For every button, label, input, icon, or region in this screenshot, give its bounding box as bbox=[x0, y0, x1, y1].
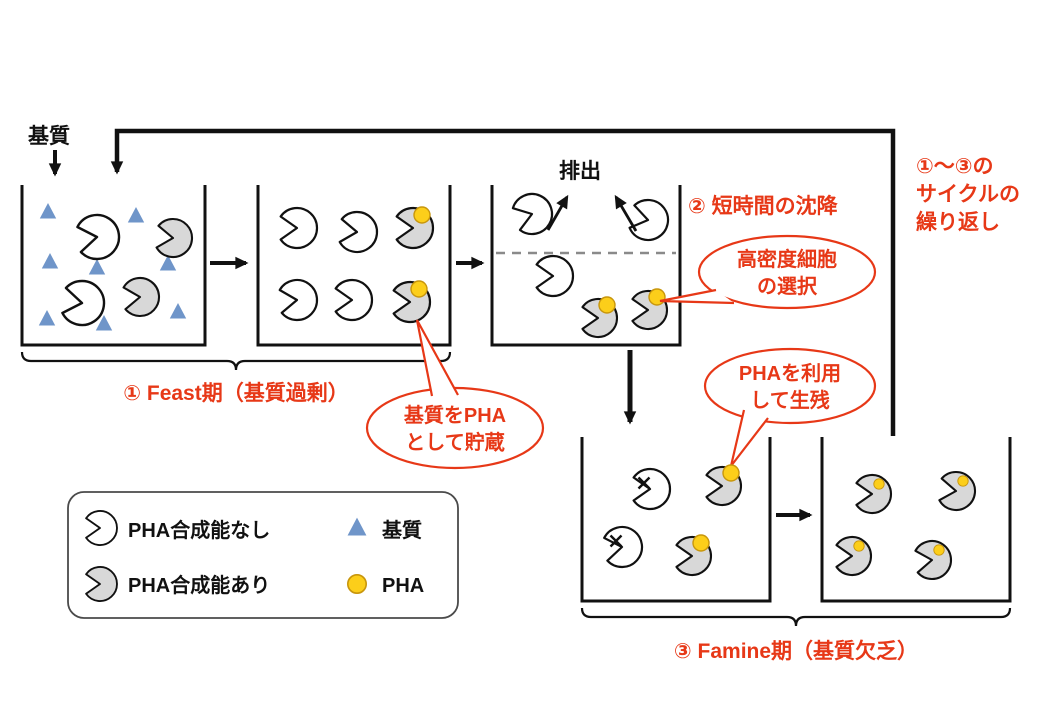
cell-no-pha-icon bbox=[277, 277, 320, 323]
bubble-selection-line-1: 高密度細胞 bbox=[737, 247, 837, 271]
cell-pha-icon bbox=[937, 469, 978, 513]
cell-no-pha-icon bbox=[509, 187, 559, 240]
legend-substrate-label: 基質 bbox=[382, 518, 422, 542]
pha-ball-icon bbox=[692, 534, 710, 552]
pha-ball-icon bbox=[410, 280, 428, 298]
pha-ball-icon bbox=[853, 540, 865, 552]
substrate-icon bbox=[41, 253, 59, 269]
famine-phase-label: ③ Famine期（基質欠乏） bbox=[674, 639, 918, 663]
cell-pha-icon bbox=[121, 275, 162, 319]
legend-pha-label: PHA bbox=[382, 575, 424, 597]
cell-pha-icon bbox=[913, 538, 954, 582]
substrate-icon bbox=[169, 303, 187, 319]
cell-no-pha-icon bbox=[59, 277, 109, 330]
cell-pha-icon bbox=[835, 535, 873, 577]
pha-ball-icon bbox=[873, 478, 885, 490]
discharge-label: 排出 bbox=[559, 159, 601, 183]
cycle-note-line-2: サイクルの bbox=[916, 183, 1020, 206]
legend-pha-icon bbox=[346, 573, 368, 595]
cell-no-pha-icon bbox=[279, 206, 319, 250]
cycle-note: ①～③の サイクルの 繰り返し bbox=[916, 155, 1020, 234]
legend-no-pha-label: PHA合成能なし bbox=[128, 518, 270, 542]
tank-3 bbox=[490, 185, 682, 347]
substrate-icon bbox=[88, 259, 106, 275]
tank-5 bbox=[820, 437, 1012, 603]
pha-ball-icon bbox=[598, 296, 616, 314]
legend: PHA合成能なし 基質 PHA合成能あり PHA bbox=[67, 491, 459, 619]
cycle-note-line-1: ①～③の bbox=[916, 155, 994, 178]
substrate-icon bbox=[127, 207, 145, 223]
cycle-note-line-3: 繰り返し bbox=[916, 210, 1000, 234]
bubble-storage: 基質をPHA として貯蔵 bbox=[365, 319, 545, 470]
substrate-icon bbox=[39, 203, 57, 219]
bubble-survival: PHAを利用 して生残 bbox=[703, 347, 877, 467]
cell-pha-icon bbox=[154, 216, 195, 260]
cell-no-pha-icon bbox=[535, 254, 575, 298]
feast-brace bbox=[20, 351, 452, 371]
pha-ball-icon bbox=[648, 288, 666, 306]
pha-ball-icon bbox=[957, 475, 969, 487]
cell-no-pha-icon bbox=[601, 523, 646, 571]
pha-ball-icon bbox=[933, 544, 945, 556]
inlet-label: 基質 bbox=[28, 124, 70, 148]
bubble-storage-line-1: 基質をPHA bbox=[404, 403, 506, 427]
cycle-return-arrow bbox=[110, 128, 896, 436]
tank-4 bbox=[580, 437, 772, 603]
tank-2 bbox=[256, 185, 452, 347]
cell-no-pha-icon bbox=[626, 195, 673, 245]
bubble-survival-line-2: して生残 bbox=[750, 389, 829, 412]
cell-no-pha-icon bbox=[74, 210, 124, 263]
bubble-selection-line-2: の選択 bbox=[757, 274, 818, 298]
cell-no-pha-icon bbox=[334, 278, 374, 322]
legend-with-pha-label: PHA合成能あり bbox=[128, 573, 270, 597]
cell-pha-icon bbox=[855, 473, 893, 515]
tank-1 bbox=[20, 185, 207, 347]
cell-no-pha-icon bbox=[337, 209, 380, 255]
discharge-arrow bbox=[614, 194, 638, 232]
sedimentation-label: ② 短時間の沈降 bbox=[688, 194, 839, 218]
pha-ball-icon bbox=[413, 206, 431, 224]
pha-ball-icon bbox=[722, 464, 740, 482]
discharge-arrow bbox=[546, 194, 569, 231]
bubble-survival-line-1: PHAを利用 bbox=[739, 362, 841, 385]
legend-box bbox=[67, 491, 459, 619]
bubble-selection: 高密度細胞 の選択 bbox=[659, 234, 877, 310]
feast-phase-label: ① Feast期（基質過剰） bbox=[123, 381, 348, 405]
bubble-storage-line-2: として貯蔵 bbox=[405, 430, 504, 454]
famine-brace bbox=[580, 607, 1012, 627]
substrate-icon bbox=[38, 310, 56, 326]
